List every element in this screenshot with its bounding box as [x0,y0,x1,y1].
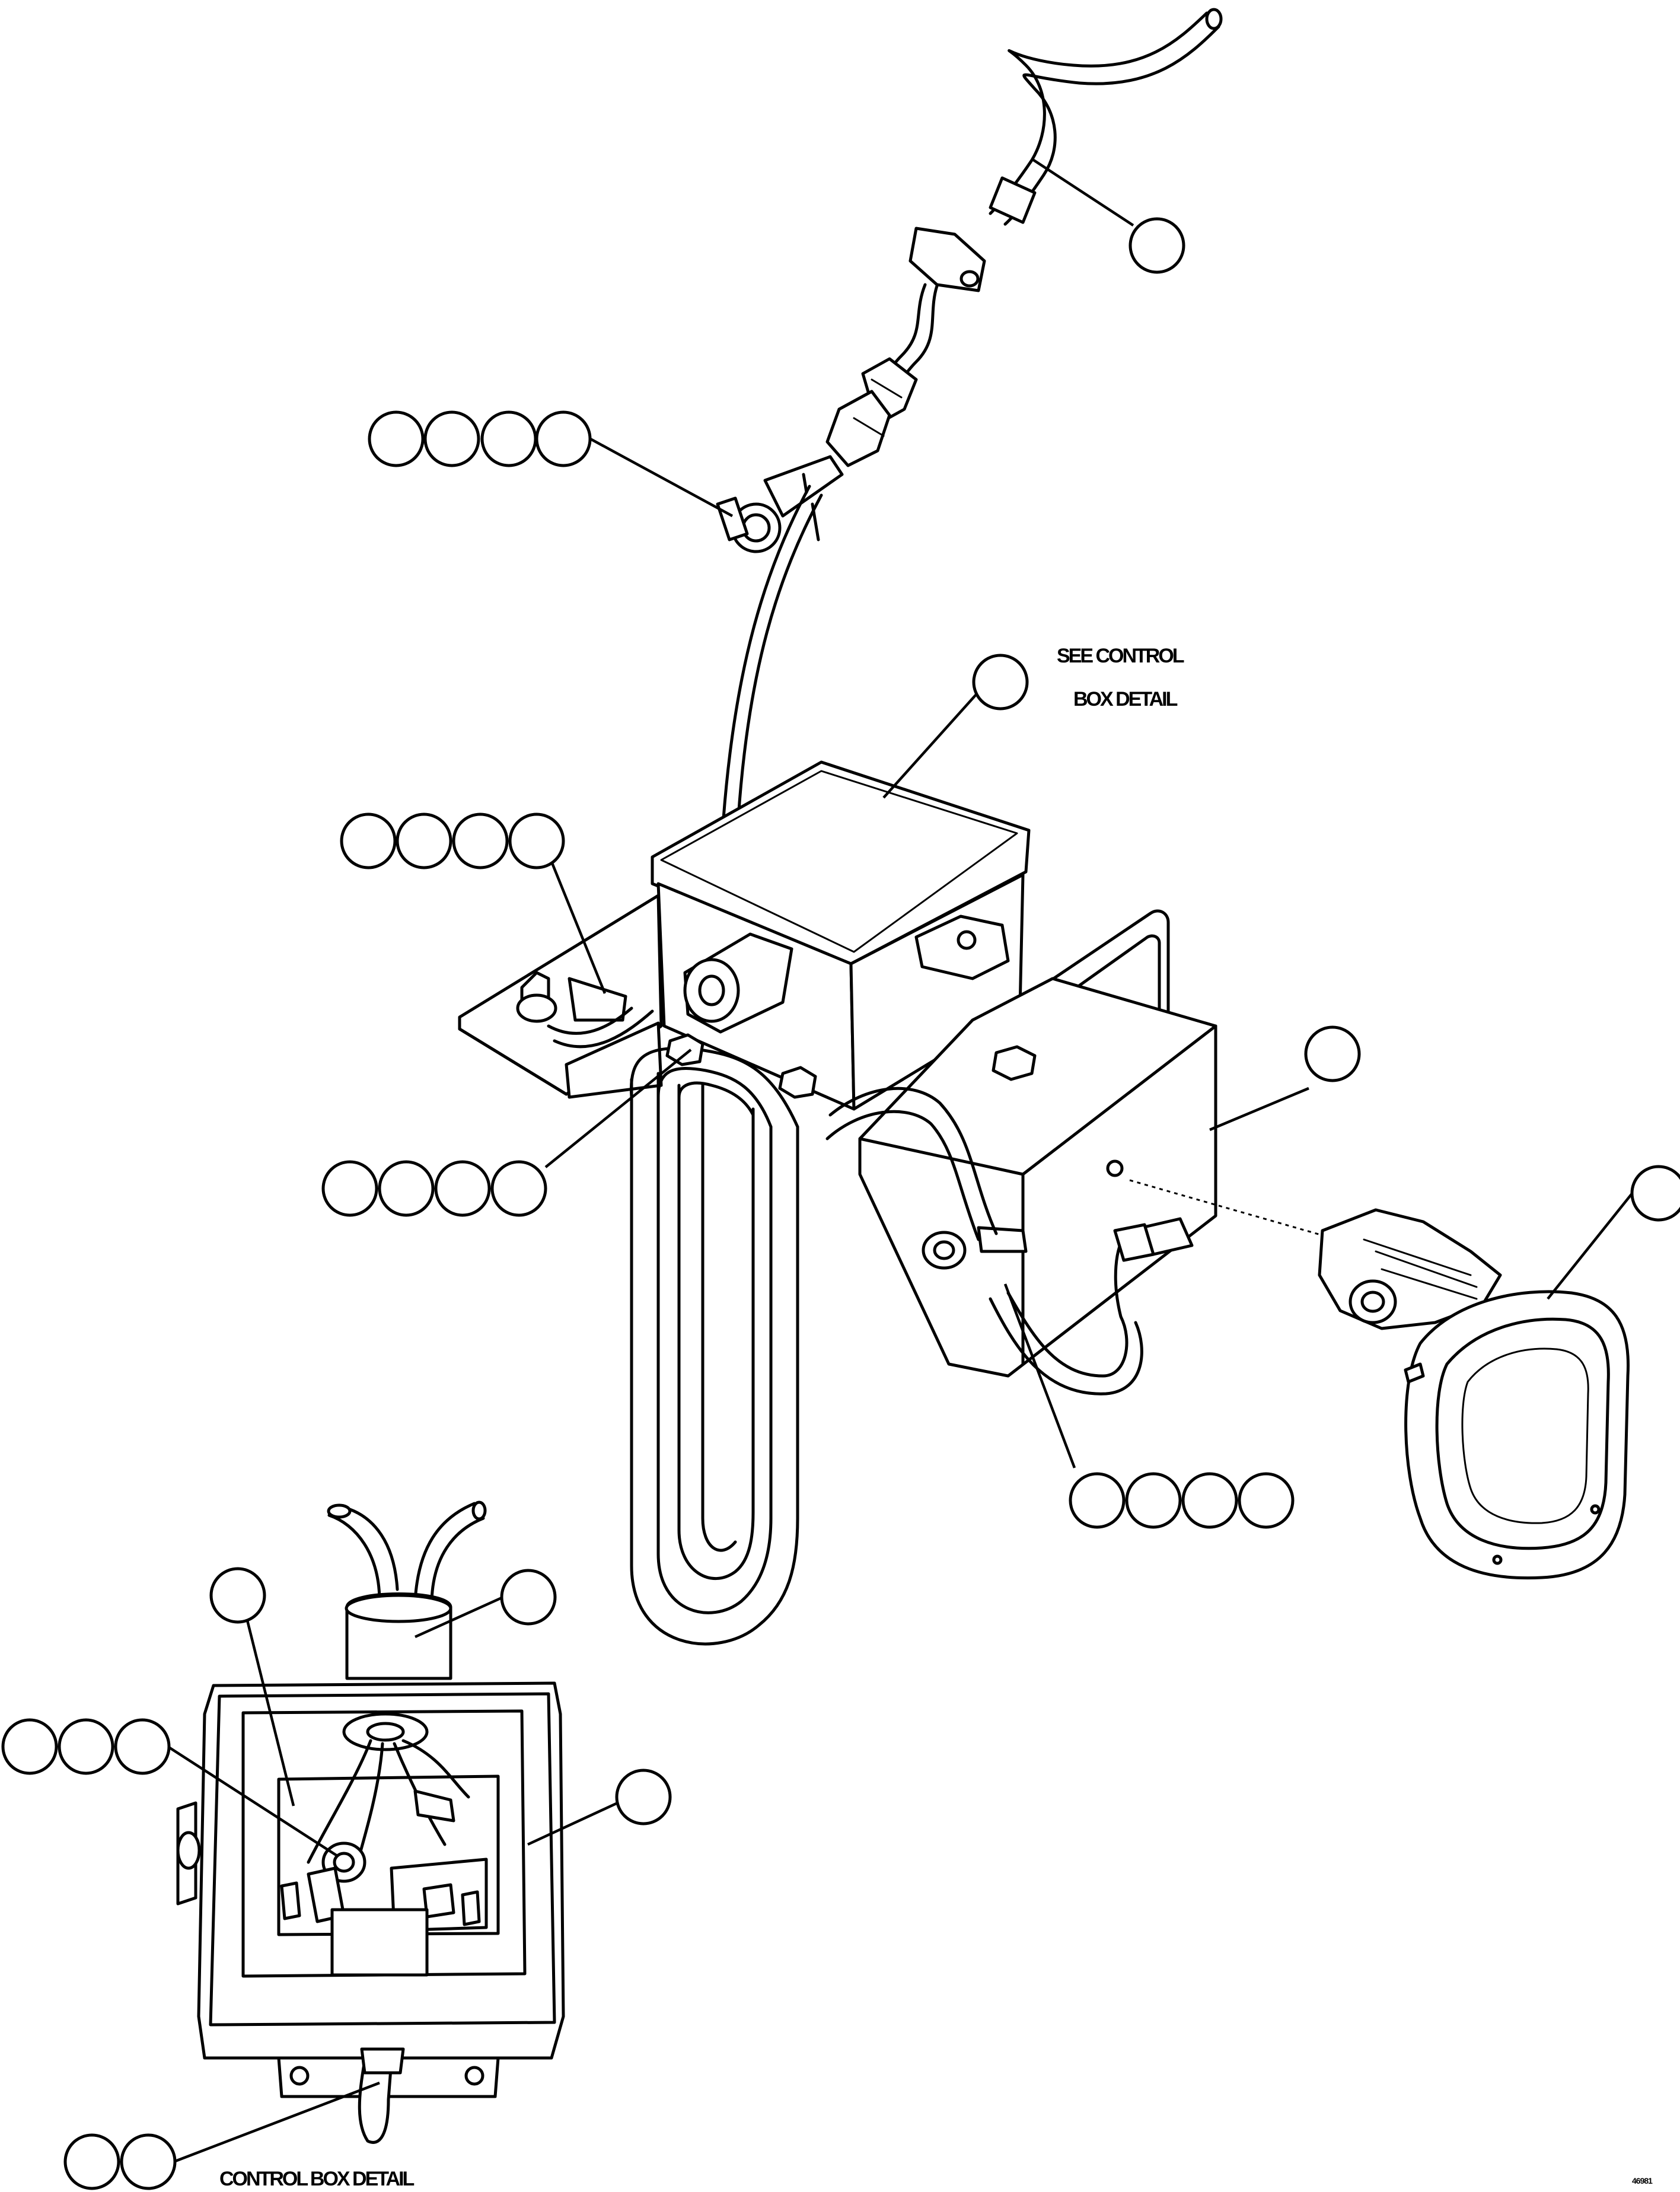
callout-bubble [321,1160,378,1217]
callout-leaders [167,158,1637,2164]
control-box-detail [176,1500,565,2144]
callout-bubble [1304,1025,1361,1082]
callout-bubble [490,1160,547,1217]
alignment-line [1129,1179,1338,1241]
harness-cable [716,8,1223,820]
callout-bubble [378,1160,435,1217]
heating-element [629,1033,817,1646]
callout-bubble [209,1567,266,1624]
control-box [651,760,1031,1111]
callout-bubble [1125,1472,1182,1529]
drawing-number: 46981 [1632,2176,1653,2185]
callout-bubble [396,813,452,869]
callout-bubble [1181,1472,1238,1529]
callout-bubble [1128,217,1185,274]
callout-bubble [500,1569,557,1626]
callout-bubble [480,410,537,467]
callout-bubble [340,813,397,869]
callout-bubble [368,410,425,467]
callout-bubble [452,813,509,869]
callout-bubble [1630,1165,1680,1222]
control-box-detail-label: CONTROL BOX DETAIL [219,2168,415,2190]
callout-bubble [114,1718,171,1775]
mounting-plate [458,894,663,1099]
callout-bubble [615,1769,672,1825]
callout-bubble [535,410,592,467]
callout-bubble [423,410,480,467]
callout-bubble [58,1718,114,1775]
callout-bubble [508,813,565,869]
callout-bubbles [1,217,1680,2190]
callout-bubble [63,2133,120,2190]
callout-bubble [434,1160,491,1217]
callout-bubble [1069,1472,1126,1529]
see-control-label-line1: SEE CONTROL [1057,645,1184,667]
callout-bubble [1238,1472,1295,1529]
thermostat-housing [825,909,1217,1396]
callout-bubble [120,2133,177,2190]
light-assembly [1318,1208,1630,1580]
see-control-label-line2: BOX DETAIL [1073,688,1178,711]
callout-bubble [972,654,1029,711]
callout-bubble [1,1718,58,1775]
